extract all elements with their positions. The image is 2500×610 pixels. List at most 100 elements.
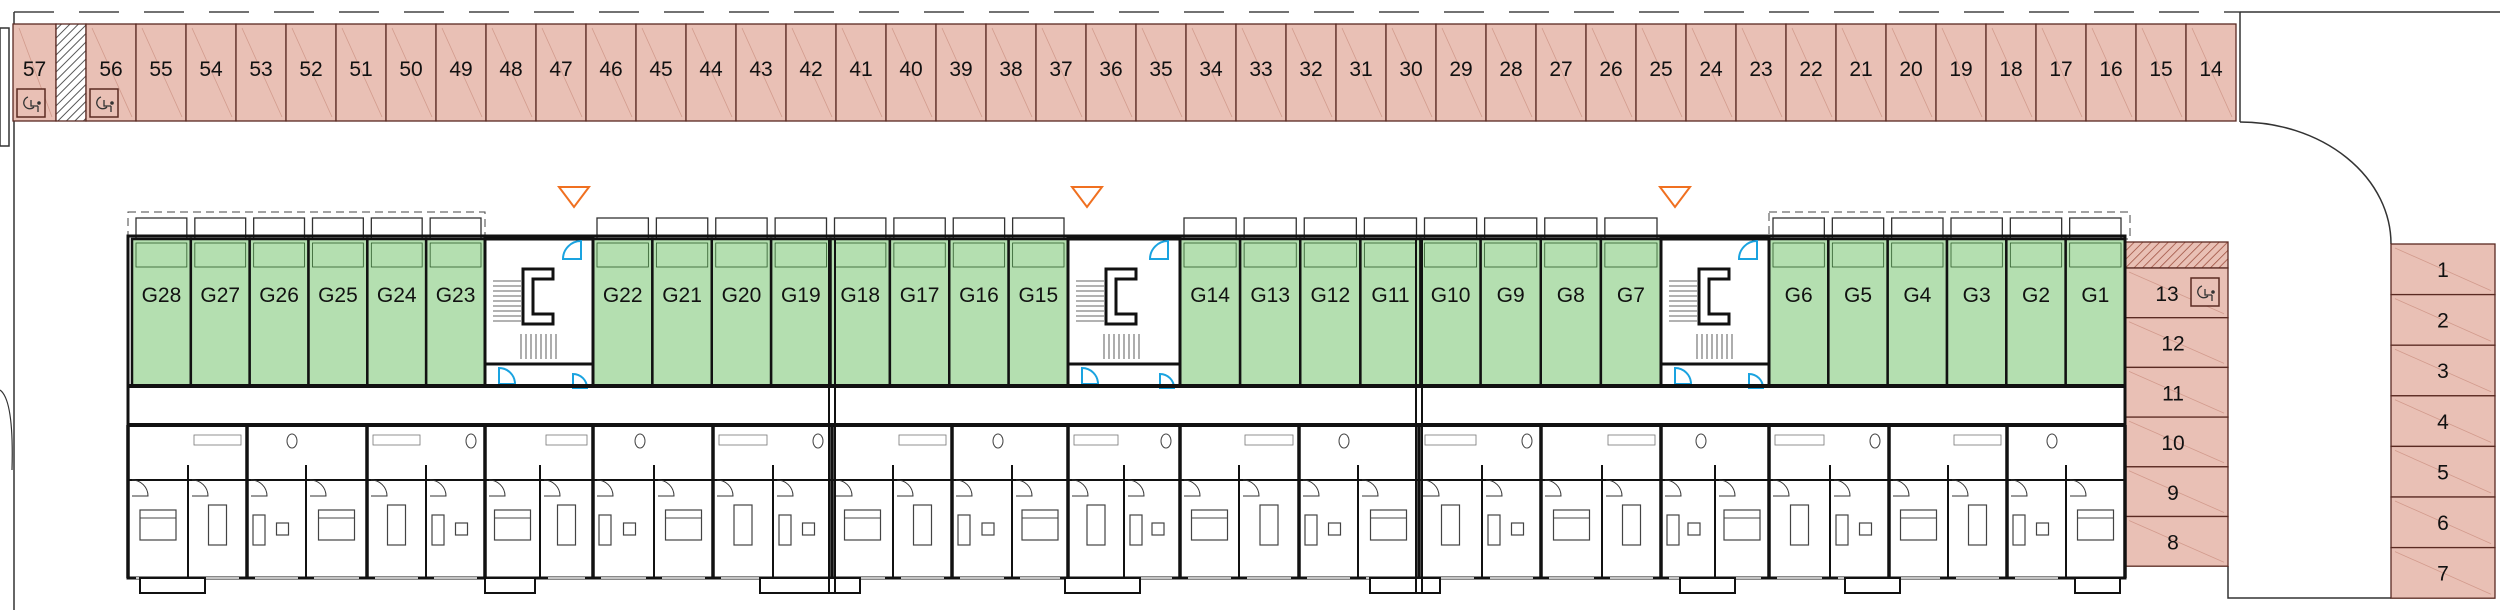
garage-label: G25 xyxy=(318,284,358,307)
icon-dot xyxy=(2211,290,2215,294)
apartment-room xyxy=(1124,433,1180,579)
apartment-room xyxy=(1482,433,1541,579)
sofa xyxy=(2012,514,2026,546)
door-swing-icon xyxy=(131,479,149,497)
parking-space-outline xyxy=(1335,23,1387,122)
accessible-parking-icon xyxy=(2190,277,2220,307)
garage-label: G5 xyxy=(1844,284,1872,307)
dining-table xyxy=(386,504,407,546)
parking-space-number: 8 xyxy=(2167,532,2179,555)
parking-space-number: 40 xyxy=(899,58,922,81)
parking-diagonal xyxy=(2128,371,2225,414)
apartment-room xyxy=(654,479,713,579)
door-swing-icon xyxy=(1081,366,1100,385)
bed xyxy=(1190,509,1229,541)
parking-space-number: 45 xyxy=(649,58,672,81)
kitchen-counter xyxy=(1607,434,1656,446)
parking-space-number: 28 xyxy=(1499,58,1522,81)
parking-diagonal xyxy=(591,27,633,118)
garage-outline xyxy=(1178,237,1242,388)
parking-diagonal xyxy=(1991,27,2033,118)
parking-space xyxy=(1835,23,1887,122)
parking-space-outline xyxy=(2085,23,2137,122)
garage-outline xyxy=(769,237,832,388)
road-edge-bottom xyxy=(2227,566,2391,599)
parking-diagonal xyxy=(491,27,533,118)
door-swing-icon xyxy=(1605,479,1623,497)
door-swing-icon xyxy=(191,479,209,497)
apartment-room xyxy=(1830,433,1889,579)
parking-space xyxy=(635,23,687,122)
entrance-triangle-icon xyxy=(557,186,591,209)
parking-space-number: 22 xyxy=(1799,58,1822,81)
parking-space-number: 25 xyxy=(1649,58,1672,81)
garage-label: G21 xyxy=(662,284,702,307)
apartment-room xyxy=(1239,434,1299,579)
garage-unit: G8 xyxy=(1539,217,1603,388)
road-curve xyxy=(2239,121,2392,245)
parking-space xyxy=(385,23,437,122)
parking-diagonal xyxy=(2141,27,2183,118)
door-swing-icon xyxy=(488,479,506,497)
garage-label: G26 xyxy=(259,284,299,307)
garage-label: G22 xyxy=(603,284,643,307)
garage-outline xyxy=(2064,237,2127,388)
toilet-icon xyxy=(465,433,477,449)
bed xyxy=(664,509,703,541)
stair-core xyxy=(483,237,595,389)
parking-space xyxy=(1285,23,1337,122)
parking-space xyxy=(2035,23,2087,122)
parking-diagonal xyxy=(991,27,1033,118)
garage-unit: G19 xyxy=(769,217,832,388)
garage-outline xyxy=(1479,237,1542,388)
apartment-room xyxy=(128,479,188,579)
kitchen-counter xyxy=(1073,434,1119,446)
wheelchair-glyph xyxy=(2197,285,2213,301)
parking-space-outline xyxy=(1685,23,1737,122)
garage-label: G1 xyxy=(2081,284,2109,307)
garage-unit: G2 xyxy=(2005,217,2067,388)
coffee-table xyxy=(622,522,637,536)
parking-diagonal xyxy=(241,27,283,118)
parking-space-number: 7 xyxy=(2437,563,2449,586)
garage-unit: G20 xyxy=(710,217,773,388)
parking-space-number: 43 xyxy=(749,58,772,81)
sofa xyxy=(1129,514,1143,546)
parking-space-number: 33 xyxy=(1249,58,1272,81)
parking-diagonal xyxy=(2394,298,2492,342)
apartment-room xyxy=(367,434,426,579)
garage-outline xyxy=(189,237,251,388)
parking-space-outline xyxy=(55,23,87,122)
parking-diagonal xyxy=(2041,27,2083,118)
door-swing-icon xyxy=(1183,479,1201,497)
parking-space-outline xyxy=(235,23,287,122)
parking-space xyxy=(1985,23,2037,122)
door-swing-icon xyxy=(561,239,582,260)
parking-space-number: 46 xyxy=(599,58,622,81)
bed xyxy=(1723,509,1761,541)
kitchen-counter xyxy=(1424,434,1477,446)
parking-space xyxy=(2185,23,2237,122)
garage-shelf xyxy=(2009,242,2063,268)
left-edge-structure xyxy=(0,27,10,147)
parking-space-number: 20 xyxy=(1899,58,1922,81)
kitchen-counter xyxy=(1774,434,1825,446)
sofa xyxy=(1304,514,1318,546)
garage-label: G19 xyxy=(781,284,821,307)
parking-space-number: 42 xyxy=(799,58,822,81)
apartment-room xyxy=(2066,479,2125,579)
garage-outline xyxy=(248,237,310,388)
garage-label: G16 xyxy=(959,284,999,307)
door-swing-icon xyxy=(1892,479,1910,497)
parking-space-number: 39 xyxy=(949,58,972,81)
parking-space-number: 9 xyxy=(2167,482,2179,505)
left-curb xyxy=(0,389,13,471)
toilet-icon xyxy=(1869,433,1881,449)
apartment-room xyxy=(1602,434,1661,579)
garage-shelf xyxy=(655,242,709,268)
toilet-icon xyxy=(812,433,824,449)
garage-label: G10 xyxy=(1431,284,1471,307)
parking-diagonal xyxy=(2128,420,2225,464)
bed xyxy=(843,509,882,541)
